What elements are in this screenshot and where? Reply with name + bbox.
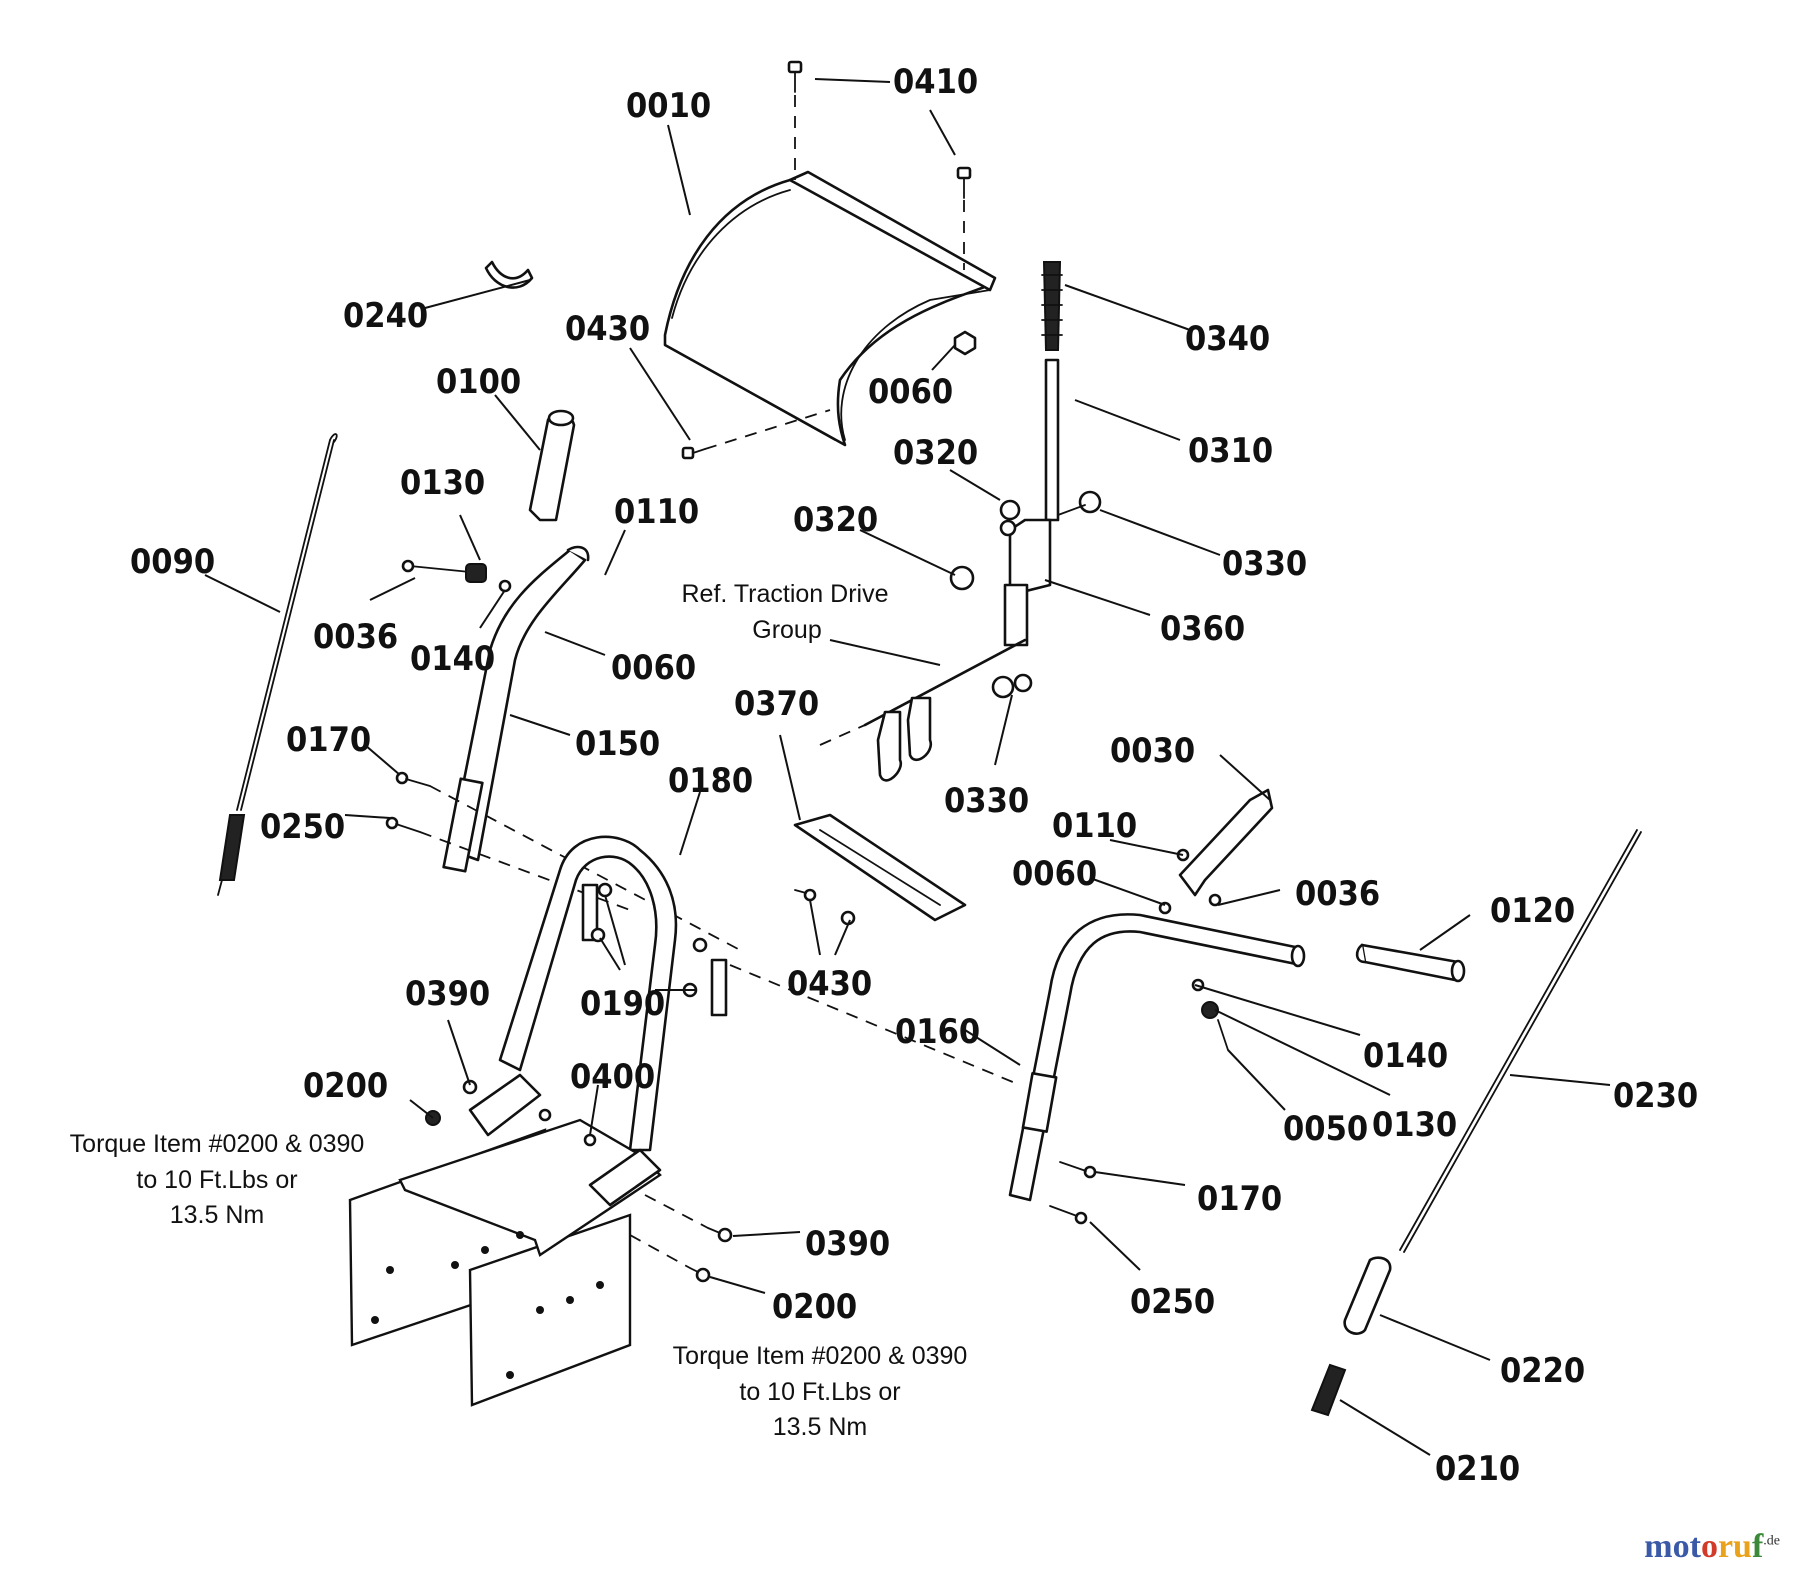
label-0240: 0240: [343, 296, 428, 336]
label-0390: 0390: [805, 1224, 890, 1264]
right-handle-0160: [1008, 913, 1306, 1202]
torque-note-left-line3: 13.5 Nm: [170, 1201, 264, 1229]
cable-0090: [217, 433, 338, 896]
label-0060: 0060: [611, 648, 696, 688]
fasteners-0390-0200-0400: [425, 1079, 733, 1283]
label-0330: 0330: [944, 781, 1029, 821]
label-0390: 0390: [405, 974, 490, 1014]
screw-0410: [787, 60, 972, 270]
label-0140: 0140: [1363, 1036, 1448, 1076]
label-0230: 0230: [1613, 1076, 1698, 1116]
label-0400: 0400: [570, 1057, 655, 1097]
label-0430: 0430: [565, 309, 650, 349]
part-number-labels: 0010 0410 0240 0430 0060 0340 0310 0100 …: [130, 62, 1698, 1489]
label-0130: 0130: [1372, 1105, 1457, 1145]
label-0030: 0030: [1110, 731, 1195, 771]
ref-note-line2: Group: [752, 616, 821, 644]
label-0310: 0310: [1188, 431, 1273, 471]
label-0010: 0010: [626, 86, 711, 126]
label-0100: 0100: [436, 362, 521, 402]
label-0090: 0090: [130, 542, 215, 582]
lever-0030: [1178, 788, 1274, 897]
cable-guide-bracket: [793, 813, 967, 926]
torque-note-left-line1: Torque Item #0200 & 0390: [70, 1130, 365, 1158]
label-0110: 0110: [1052, 806, 1137, 846]
torque-note-center-line2: to 10 Ft.Lbs or: [739, 1378, 900, 1406]
dash-cover-0010: [663, 170, 997, 447]
label-0250: 0250: [260, 807, 345, 847]
label-0180: 0180: [668, 761, 753, 801]
label-0410: 0410: [893, 62, 978, 102]
torque-note-center-line3: 13.5 Nm: [773, 1413, 867, 1441]
spacer-0130-bolt-0036: [401, 559, 512, 593]
label-0200: 0200: [303, 1066, 388, 1106]
grip-and-rod-0340-0310: [1041, 261, 1063, 522]
traction-rod-0370: [819, 638, 1027, 782]
label-0110: 0110: [614, 492, 699, 532]
label-0250: 0250: [1130, 1282, 1215, 1322]
label-0170: 0170: [286, 720, 371, 760]
leader-lines: [204, 78, 1611, 1456]
torque-note-center-line1: Torque Item #0200 & 0390: [673, 1342, 968, 1370]
label-0140: 0140: [410, 639, 495, 679]
label-0220: 0220: [1500, 1351, 1585, 1391]
frame-plates: [348, 1073, 662, 1407]
label-0190: 0190: [580, 984, 665, 1024]
linkage-bracket-0360: [949, 490, 1102, 699]
small-hardware-right: [1158, 848, 1229, 1051]
label-0036: 0036: [313, 617, 398, 657]
label-0320: 0320: [893, 433, 978, 473]
label-0430: 0430: [787, 964, 872, 1004]
label-0036: 0036: [1295, 874, 1380, 914]
brand-logo: motoruf.de: [1644, 1528, 1780, 1565]
lower-left-handle-0180: [498, 835, 728, 1152]
label-0360: 0360: [1160, 609, 1245, 649]
part-drawings: [217, 60, 1642, 1417]
upper-left-handle-0150: [442, 545, 590, 873]
label-0320: 0320: [793, 500, 878, 540]
cable-0230: [1310, 829, 1642, 1417]
label-0370: 0370: [734, 684, 819, 724]
ref-note-line1: Ref. Traction Drive: [681, 580, 888, 608]
label-0150: 0150: [575, 724, 660, 764]
nut-0060: [953, 330, 977, 356]
label-0340: 0340: [1185, 319, 1270, 359]
annotation-notes: Ref. Traction Drive Group Torque Item #0…: [70, 580, 968, 1441]
nuts-0190: [590, 882, 1021, 1086]
label-0120: 0120: [1490, 891, 1575, 931]
label-0050: 0050: [1283, 1109, 1368, 1149]
label-0060: 0060: [1012, 854, 1097, 894]
screw-0430: [681, 409, 831, 460]
label-0200: 0200: [772, 1287, 857, 1327]
label-0210: 0210: [1435, 1449, 1520, 1489]
grip-0120: [1355, 943, 1466, 983]
label-0170: 0170: [1197, 1179, 1282, 1219]
label-0330: 0330: [1222, 544, 1307, 584]
label-0130: 0130: [400, 463, 485, 503]
label-0060: 0060: [868, 372, 953, 412]
clip-0240: [484, 260, 534, 289]
bolts-0170-0250-right: [1049, 1161, 1097, 1225]
label-0160: 0160: [895, 1012, 980, 1052]
torque-note-left-line2: to 10 Ft.Lbs or: [136, 1166, 297, 1194]
grip-0100: [528, 409, 576, 522]
